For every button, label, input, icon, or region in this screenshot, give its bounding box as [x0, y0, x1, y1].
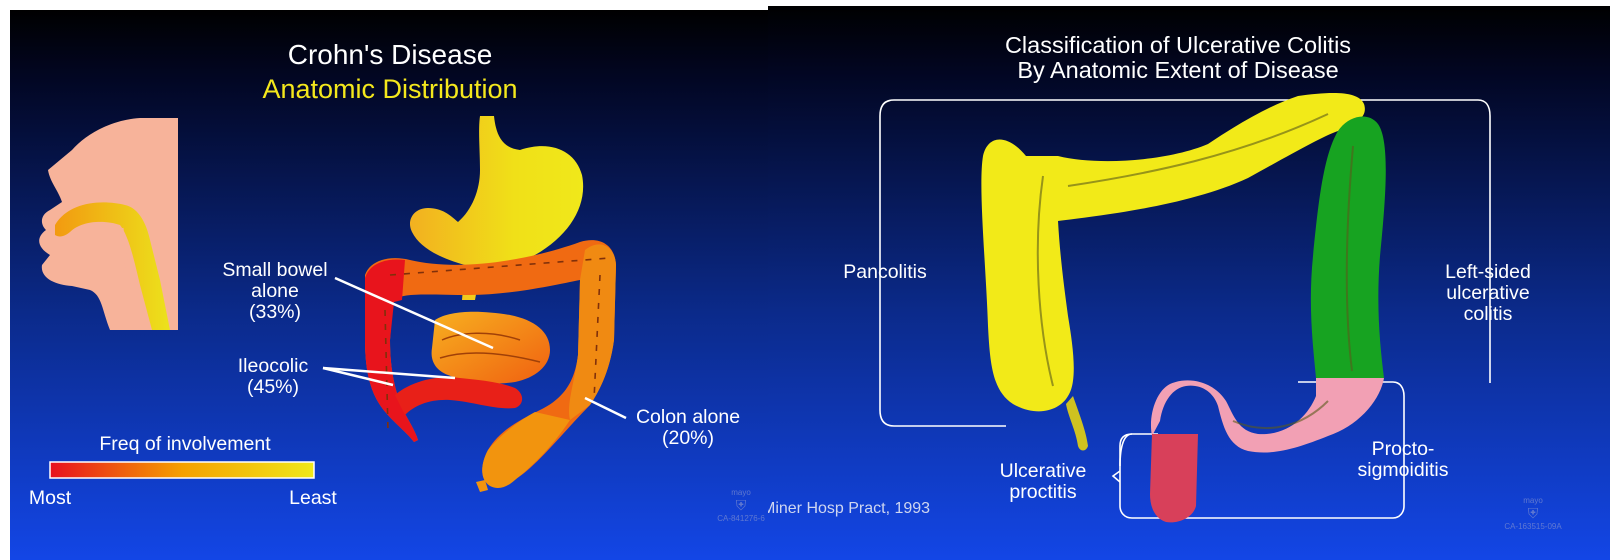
crohns-panel: Crohn's Disease Anatomic Distribution Sm…	[10, 10, 768, 560]
mayo-watermark-left: mayo ⛨ CA-841276-6	[716, 488, 766, 523]
uc-title-line2: By Anatomic Extent of Disease	[908, 58, 1448, 83]
frequency-gradient-bar	[50, 462, 314, 478]
crohns-subtitle: Anatomic Distribution	[235, 75, 545, 104]
pancolitis-label: Pancolitis	[830, 262, 940, 283]
legend-most-label: Most	[20, 488, 80, 509]
mayo-shield-icon: ⛨	[716, 497, 766, 514]
mayo-code-right: CA-163515-09A	[1488, 522, 1578, 531]
ileocolic-label: Ileocolic (45%)	[218, 356, 328, 398]
ileocolic-percent: (45%)	[218, 377, 328, 398]
ulcerative-colitis-panel: Classification of Ulcerative Colitis By …	[768, 6, 1610, 560]
frequency-legend-title: Freq of involvement	[70, 434, 300, 455]
colon-alone-label-line1: Colon alone	[618, 407, 758, 428]
proctosigmoiditis-line1: Procto-	[1343, 439, 1463, 460]
mayo-logo-text: mayo	[716, 488, 766, 497]
small-bowel-percent: (33%)	[200, 302, 350, 323]
left-sided-label-line2: ulcerative	[1423, 283, 1553, 304]
mayo-watermark-right: mayo ⛨ CA-163515-09A	[1488, 496, 1578, 531]
colon-alone-label: Colon alone (20%)	[618, 407, 758, 449]
left-sided-label-line3: colitis	[1423, 304, 1553, 325]
small-bowel-illustration	[395, 312, 550, 415]
ulcerative-proctitis-line2: proctitis	[988, 482, 1098, 503]
mayo-logo-text-right: mayo	[1488, 496, 1578, 505]
legend-least-label: Least	[278, 488, 348, 509]
ulcerative-proctitis-label: Ulcerative proctitis	[988, 461, 1098, 503]
left-sided-colitis-label: Left-sided ulcerative colitis	[1423, 262, 1553, 325]
ulcerative-proctitis-line1: Ulcerative	[988, 461, 1098, 482]
crohns-title: Crohn's Disease	[255, 40, 525, 70]
uc-title-line1: Classification of Ulcerative Colitis	[908, 33, 1448, 58]
head-illustration	[39, 118, 178, 330]
small-bowel-label: Small bowel alone (33%)	[200, 260, 350, 323]
small-bowel-label-line1: Small bowel	[200, 260, 350, 281]
colon-alone-percent: (20%)	[618, 428, 758, 449]
proctosigmoiditis-line2: sigmoiditis	[1343, 460, 1463, 481]
ileocolic-label-line1: Ileocolic	[218, 356, 328, 377]
left-sided-label-line1: Left-sided	[1423, 262, 1553, 283]
uc-colon-illustration	[981, 93, 1385, 522]
mayo-code-left: CA-841276-6	[716, 514, 766, 523]
uc-title: Classification of Ulcerative Colitis By …	[908, 33, 1448, 84]
mayo-shield-icon-right: ⛨	[1488, 505, 1578, 522]
citation-text: Miner Hosp Pract, 1993	[768, 500, 930, 518]
proctosigmoiditis-label: Procto- sigmoiditis	[1343, 439, 1463, 481]
small-bowel-label-line2: alone	[200, 281, 350, 302]
